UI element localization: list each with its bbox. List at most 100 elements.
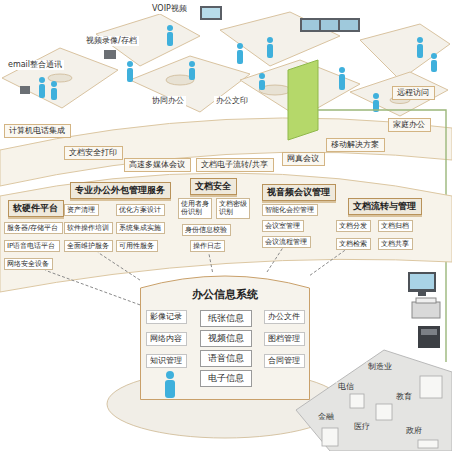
- node-text: 软硬件平台: [13, 203, 59, 214]
- service-box: 全面维护服务: [64, 240, 113, 252]
- service-box: 身份信息校验: [182, 224, 231, 236]
- node-text: 影像记录: [150, 312, 183, 322]
- category-header: 文档安全: [190, 178, 237, 195]
- scene-label: email整合通讯: [6, 60, 64, 70]
- node-text: 合同管理: [268, 356, 301, 366]
- node-text: 文档密级识别: [219, 200, 247, 217]
- node-text: 可用性服务: [119, 242, 155, 250]
- node-text: 会议室管理: [265, 222, 301, 230]
- node-text: 网真会议: [287, 154, 320, 164]
- mobile-panel: [288, 60, 318, 140]
- node-text: 软件操作培训: [67, 224, 110, 232]
- service-box: 智能化会控管理: [262, 204, 318, 216]
- node-text: 全面维护服务: [67, 242, 110, 250]
- node-text: 系统集成实施: [119, 224, 162, 232]
- system-hub: 办公信息系统影像记录网络内容知识管理 纸张信息视频信息语音信息电子信息 办公文件图档…: [140, 272, 310, 400]
- sector-label: 电信: [336, 382, 356, 392]
- node-text: 优化方案设计: [119, 206, 162, 214]
- category-header: 文档流转与管理: [348, 198, 422, 215]
- node-text: 知识管理: [150, 356, 183, 366]
- scenario-tile: 计算机电话集成: [4, 124, 71, 138]
- node-text: 电子信息: [204, 373, 248, 384]
- service-box: 系统集成实施: [116, 222, 165, 234]
- scene-label: VOIP视频: [150, 4, 189, 14]
- service-box: 文档检索: [336, 238, 371, 250]
- node-text: 使用者身份识别: [181, 200, 209, 217]
- node-text: 语音信息: [204, 353, 248, 364]
- sector-label: 政府: [404, 426, 424, 436]
- node-text: 办公文件: [268, 312, 301, 322]
- node-text: 家庭办公: [393, 120, 426, 130]
- service-box: 服务器/存储平台: [4, 222, 63, 234]
- node-text: 服务器/存储平台: [7, 224, 60, 232]
- category-header: 软硬件平台: [8, 200, 64, 217]
- scenario-tile: 网真会议: [282, 152, 325, 166]
- node-text: 网络内容: [150, 334, 183, 344]
- scene-label: 协同办公: [150, 96, 186, 106]
- service-box: 可用性服务: [116, 240, 158, 252]
- service-box: 优化方案设计: [116, 204, 165, 216]
- city-platform: [296, 350, 452, 451]
- node-text: 高速多媒体会议: [129, 160, 186, 170]
- category-header: 视音频会议管理: [262, 184, 336, 201]
- info-panel: 纸张信息: [200, 310, 252, 327]
- scenario-tile: 高速多媒体会议: [124, 158, 191, 172]
- room-floors: [2, 12, 450, 118]
- service-box: 文档归档: [378, 220, 413, 232]
- node-text: 网络安全设备: [7, 260, 50, 268]
- category-header: 专业办公外包管理服务: [70, 182, 171, 199]
- service-box: 文档共享: [378, 238, 413, 250]
- scenario-tile: 家庭办公: [388, 118, 431, 132]
- dashed-connector: [46, 270, 141, 305]
- service-band: [0, 173, 452, 292]
- scene-label: 办公文印: [214, 96, 250, 106]
- node-text: 图档管理: [268, 334, 301, 344]
- node-text: 文档安全: [195, 181, 232, 192]
- sector-label: 教育: [394, 392, 414, 402]
- node-text: 远程访问: [397, 88, 430, 98]
- scenario-tile: 文档安全打印: [64, 146, 123, 160]
- dashed-connector: [267, 248, 282, 272]
- service-box: 会议流程管理: [262, 236, 311, 248]
- node-text: 纸张信息: [204, 313, 248, 324]
- node-text: 文档电子流转/共享: [201, 160, 269, 170]
- service-box: 会议室管理: [262, 220, 304, 232]
- hub-title: 办公信息系统: [140, 288, 310, 301]
- info-panel: 视频信息: [200, 330, 252, 347]
- service-box: 网络安全设备: [4, 258, 53, 270]
- dashed-connector: [310, 250, 345, 275]
- city-buildings: [322, 376, 442, 448]
- scenario-tile: 远程访问: [392, 86, 435, 100]
- service-box: 操作日志: [190, 240, 225, 252]
- node-text: 智能化会控管理: [265, 206, 315, 214]
- sector-label: 金融: [316, 412, 336, 422]
- info-panel: 语音信息: [200, 350, 252, 367]
- node-text: 文档安全打印: [69, 148, 118, 158]
- info-tag: 办公文件: [264, 310, 305, 324]
- service-box: 文档密级识别: [216, 198, 250, 219]
- node-text: 身份信息校验: [185, 226, 228, 234]
- people: [39, 25, 437, 112]
- scene-label: 视频录像/存档: [84, 36, 139, 46]
- scenario-tile: 移动解决方案: [326, 138, 385, 152]
- node-text: IP语音电话平台: [7, 242, 57, 250]
- sector-label: 医疗: [352, 422, 372, 432]
- info-tag: 影像记录: [146, 310, 187, 324]
- node-text: 文档检索: [339, 240, 368, 248]
- service-box: 软件操作培训: [64, 222, 113, 234]
- node-text: 计算机电话集成: [9, 126, 66, 136]
- node-text: 会议流程管理: [265, 238, 308, 246]
- service-box: 使用者身份识别: [178, 198, 212, 219]
- service-box: 文档分发: [336, 220, 371, 232]
- service-box: IP语音电话平台: [4, 240, 60, 252]
- info-tag: 知识管理: [146, 354, 187, 368]
- node-text: 移动解决方案: [331, 140, 380, 150]
- service-box: 资产清理: [64, 204, 99, 216]
- node-text: 文档共享: [381, 240, 410, 248]
- info-panel: 电子信息: [200, 370, 252, 387]
- info-tag: 图档管理: [264, 332, 305, 346]
- node-text: 文档流转与管理: [353, 201, 417, 212]
- devices: [408, 272, 440, 348]
- node-text: 视频信息: [204, 333, 248, 344]
